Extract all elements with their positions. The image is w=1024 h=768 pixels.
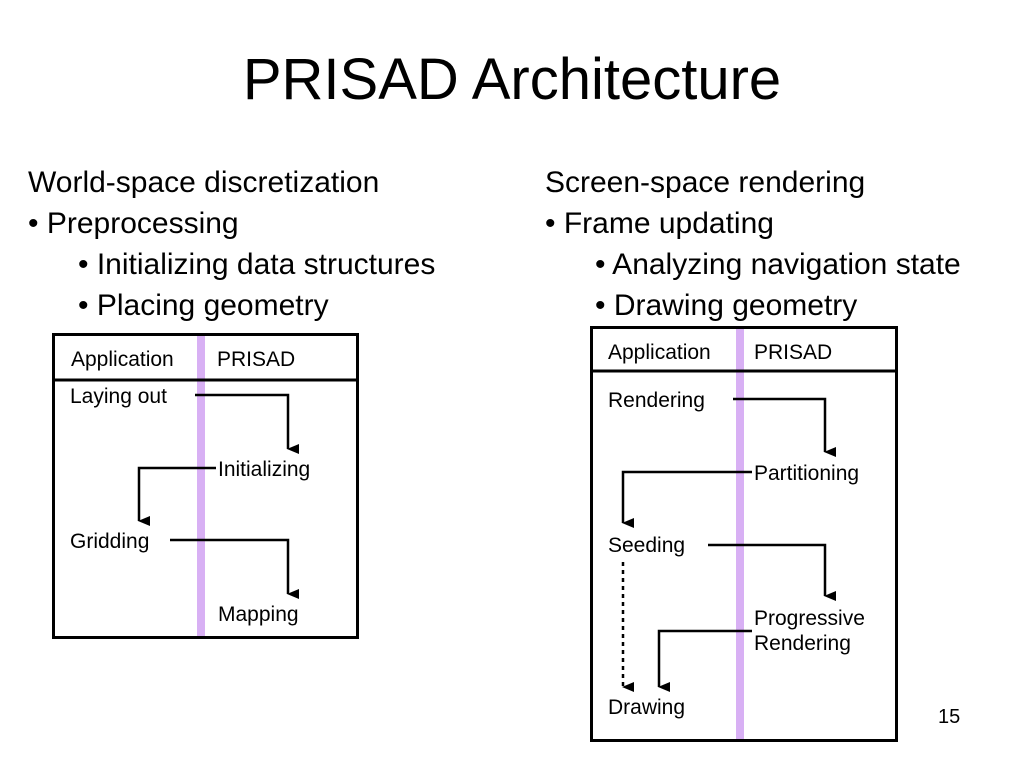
right-subbullet-drawing: • Drawing geometry: [595, 289, 858, 322]
arrow-progressive-to-drawing: [657, 629, 752, 692]
column-header-prisad: PRISAD: [754, 341, 832, 364]
page-number: 15: [938, 706, 961, 728]
step-partitioning: Partitioning: [754, 462, 859, 485]
step-laying-out: Laying out: [70, 385, 167, 408]
column-header-prisad: PRISAD: [217, 348, 295, 371]
column-header-application: Application: [71, 348, 174, 371]
left-bullet-preprocessing: • Preprocessing: [28, 207, 239, 240]
diagram-divider: [197, 336, 205, 636]
step-mapping: Mapping: [218, 603, 299, 626]
arrow-seeding-to-progressive: [708, 543, 836, 601]
step-gridding: Gridding: [70, 530, 149, 553]
step-rendering: Rendering: [608, 389, 705, 412]
step-initializing: Initializing: [218, 458, 310, 481]
right-heading: Screen-space rendering: [545, 166, 866, 199]
step-drawing: Drawing: [608, 696, 685, 719]
left-column-text: World-space discretization • Preprocessi…: [28, 162, 435, 326]
arrow-gridding-to-mapping: [170, 538, 299, 599]
slide-title: PRISAD Architecture: [242, 47, 782, 112]
arrow-initializing-to-gridding: [137, 466, 216, 526]
flow-arrows: [137, 393, 299, 599]
step-seeding: Seeding: [608, 534, 685, 557]
right-subbullet-analyzing: • Analyzing navigation state: [595, 248, 961, 281]
left-subbullet-initializing: • Initializing data structures: [78, 248, 436, 281]
arrow-partitioning-to-seeding: [621, 470, 752, 528]
rendering-flow-diagram: Application PRISAD Rendering Partitionin…: [590, 326, 898, 742]
right-column-text: Screen-space rendering • Frame updating …: [545, 162, 961, 326]
preprocessing-flow-diagram: Application PRISAD Laying out Initializi…: [52, 333, 359, 639]
flow-arrows: [621, 397, 836, 692]
column-header-application: Application: [608, 341, 711, 364]
left-heading: World-space discretization: [28, 166, 380, 199]
left-subbullet-placing: • Placing geometry: [78, 289, 329, 322]
step-progressive: Progressive: [754, 607, 865, 630]
right-bullet-frame-updating: • Frame updating: [545, 207, 774, 240]
diagram-divider: [736, 329, 744, 739]
diagram-frame: [52, 333, 359, 639]
step-rendering-2: Rendering: [754, 632, 851, 655]
arrow-laying-out-to-initializing: [195, 393, 299, 454]
arrow-rendering-to-partitioning: [733, 397, 836, 457]
